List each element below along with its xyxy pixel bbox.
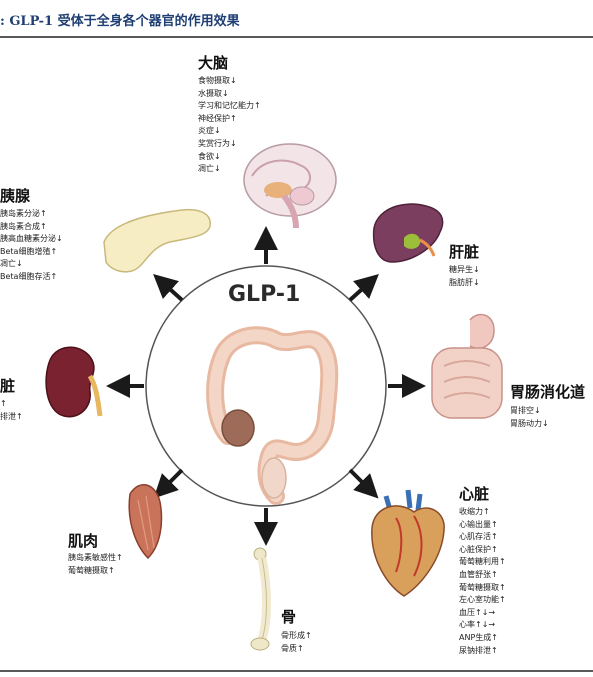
pancreas-effects: 胰岛素分泌↑ 胰岛素合成↑ 胰高血糖素分泌↓ Beta细胞增殖↑ 凋亡↓ Bet… [0, 208, 63, 284]
pancreas-effect: Beta细胞存活↑ [0, 271, 58, 281]
liver-effects: 糖异生↓ 脂肪肝↓ [449, 264, 480, 289]
muscle-illustration [128, 484, 163, 560]
brain-effect: 学习和记忆能力↑ [198, 101, 261, 111]
kidney-name: 脏 [0, 377, 16, 395]
pancreas-effect: Beta细胞增殖↑ [0, 246, 58, 256]
brain-effect: 水摄取↓ [198, 88, 229, 98]
heart-effect: 心脏保护↑ [459, 544, 498, 554]
brain-effect: 炎症↓ [198, 126, 221, 136]
muscle-effects: 胰岛素敏感性↑ 葡萄糖摄取↑ [68, 552, 123, 577]
brain-effect: 凋亡↓ [198, 164, 221, 174]
heart-effect: 心输出量↑ [459, 519, 498, 529]
heart-name: 心脏 [459, 485, 490, 503]
heart-effect: 收缩力↑ [459, 507, 490, 516]
bone-effect: 骨质↑ [281, 643, 304, 653]
kidney-effects: ↑ 排泄↑ [0, 398, 23, 423]
pancreas-name: 胰腺 [0, 187, 31, 205]
gut-effects: 胃排空↓ 胃肠动力↓ [510, 405, 549, 430]
title-divider [0, 36, 593, 38]
liver-effect: 糖异生↓ [449, 265, 480, 274]
heart-effect: ANP生成↑ [459, 632, 498, 642]
brain-effect: 神经保护↑ [198, 113, 237, 123]
brain-effect: 奖赏行为↓ [198, 138, 237, 148]
brain-illustration [243, 143, 337, 229]
pancreas-effect: 胰岛素分泌↑ [0, 209, 47, 218]
kidney-effect: 排泄↑ [0, 411, 23, 421]
pancreas-effect: 胰岛素合成↑ [0, 221, 47, 231]
gut-effect: 胃肠动力↓ [510, 418, 549, 428]
arrow-to-heart [348, 468, 379, 499]
liver-illustration [372, 203, 444, 263]
liver-effect: 脂肪肝↓ [449, 277, 480, 287]
heart-effect: 葡萄糖利用↑ [459, 557, 506, 567]
colon-illustration [206, 326, 339, 505]
kidney-illustration [45, 346, 103, 418]
bottom-divider [0, 670, 593, 672]
bone-effect: 骨形成↑ [281, 631, 312, 640]
pancreas-effect: 凋亡↓ [0, 259, 23, 269]
bone-illustration [250, 547, 271, 651]
brain-effects: 食物摄取↓ 水摄取↓ 学习和记忆能力↑ 神经保护↑ 炎症↓ 奖赏行为↓ 食欲↓ … [198, 75, 261, 176]
arrow-to-muscle [153, 468, 184, 499]
brain-effect: 食欲↓ [198, 151, 221, 161]
pancreas-effect: 胰高血糖素分泌↓ [0, 234, 63, 244]
brain-effect: 食物摄取↓ [198, 76, 237, 85]
center-glp1-label: GLP-1 [228, 282, 301, 307]
gut-name: 胃肠消化道 [510, 383, 586, 401]
heart-effect: 尿钠排泄↑ [459, 645, 498, 655]
kidney-effect: ↑ [0, 399, 7, 408]
center-circle [145, 265, 387, 507]
pancreas-illustration [103, 208, 211, 273]
muscle-effect: 葡萄糖摄取↑ [68, 565, 115, 575]
brain-name: 大脑 [198, 54, 229, 72]
arrow-to-liver [348, 273, 379, 302]
heart-effect: 血管舒张↑ [459, 569, 498, 579]
heart-effect: 血压↑↓→ [459, 607, 496, 617]
muscle-name: 肌肉 [68, 532, 99, 550]
gut-illustration [431, 313, 503, 419]
heart-effect: 左心室功能↑ [459, 595, 506, 605]
muscle-effect: 胰岛素敏感性↑ [68, 553, 123, 562]
heart-effect: 葡萄糖摄取↑ [459, 582, 506, 592]
arrow-to-pancreas [153, 273, 184, 302]
heart-effect: 心肌存活↑ [459, 532, 498, 542]
heart-effect: 心率↑↓→ [459, 620, 496, 630]
figure-title: : GLP-1 受体于全身各个器官的作用效果 [0, 14, 240, 29]
heart-effects: 收缩力↑ 心输出量↑ 心肌存活↑ 心脏保护↑ 葡萄糖利用↑ 血管舒张↑ 葡萄糖摄… [459, 506, 506, 657]
heart-illustration [371, 489, 445, 597]
gut-effect: 胃排空↓ [510, 406, 541, 415]
liver-name: 肝脏 [449, 243, 480, 261]
bone-name: 骨 [281, 608, 297, 626]
bone-effects: 骨形成↑ 骨质↑ [281, 630, 312, 655]
